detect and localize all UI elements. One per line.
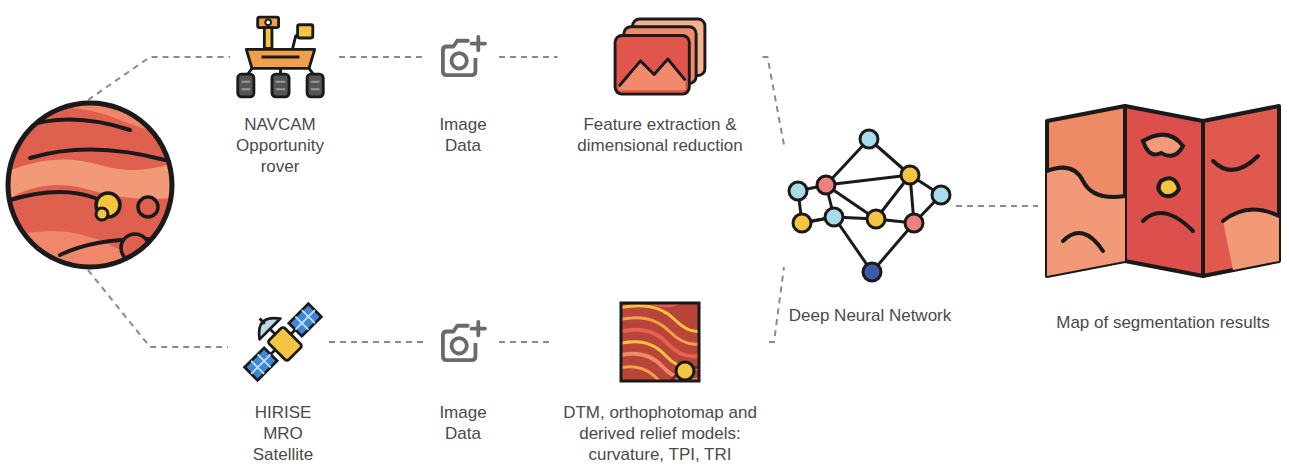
dashed-link	[88, 57, 230, 100]
node-label: DTM, orthophotomap and derived relief mo…	[551, 402, 769, 465]
planet-mars	[0, 95, 200, 290]
rover-icon	[221, 8, 339, 106]
dashed-link	[88, 270, 228, 347]
icon-node: Deep Neural Network	[784, 125, 956, 326]
map-icon	[1038, 98, 1288, 284]
icon-node: Image Data	[427, 8, 499, 156]
icon-node: DTM, orthophotomap and derived relief mo…	[551, 290, 769, 465]
dashed-connector	[763, 57, 785, 145]
icon-node: Image Data	[427, 290, 499, 444]
node-label: Image Data	[427, 114, 499, 156]
dtm-icon	[551, 290, 769, 394]
node-label: Image Data	[427, 402, 499, 444]
dashed-connector	[956, 205, 1038, 207]
dashed-connector	[499, 56, 558, 58]
dashed-connector	[329, 341, 427, 343]
camera-icon	[427, 8, 499, 106]
dashed-connector	[769, 267, 784, 342]
icon-node: Map of segmentation results	[1038, 98, 1288, 333]
node-label: HIRISE MRO Satellite	[237, 402, 329, 465]
dashed-connector	[499, 341, 551, 343]
icon-node: HIRISE MRO Satellite	[237, 290, 329, 465]
dnn-icon	[784, 125, 956, 287]
node-label: Feature extraction & dimensional reducti…	[558, 114, 763, 156]
camera-icon	[427, 290, 499, 394]
stack-icon	[558, 8, 763, 106]
node-label: Map of segmentation results	[1038, 312, 1288, 333]
node-label: NAVCAM Opportunity rover	[221, 114, 339, 177]
icon-node: NAVCAM Opportunity rover	[221, 8, 339, 177]
node-label: Deep Neural Network	[784, 305, 956, 326]
satellite-icon	[237, 290, 329, 394]
dashed-connector	[339, 56, 427, 58]
icon-node: Feature extraction & dimensional reducti…	[558, 8, 763, 156]
